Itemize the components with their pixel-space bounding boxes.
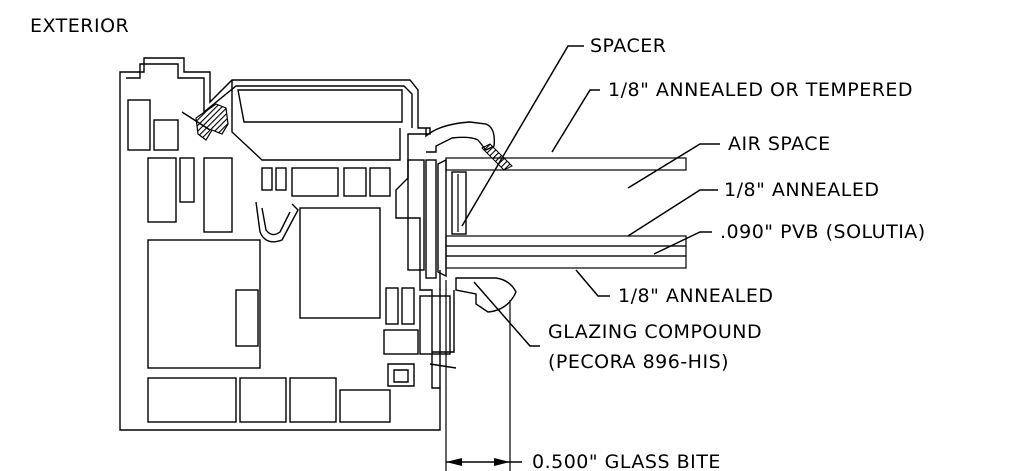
callout-outer-lite: 1/8" ANNEALED OR TEMPERED (608, 79, 913, 101)
callout-glazing-compound: GLAZING COMPOUND (548, 321, 762, 343)
callout-interlayer: .090" PVB (SOLUTIA) (720, 221, 926, 243)
dimension-label: 0.500" GLASS BITE (532, 451, 721, 471)
pvb-interlayer (445, 245, 687, 257)
inner-glass-lite-2 (445, 255, 687, 269)
callout-inner-lite-1: 1/8" ANNEALED (724, 179, 880, 201)
spacer-bar (451, 171, 467, 235)
arrowhead-left (446, 458, 462, 466)
callout-glazing-compound-product: (PECORA 896-HIS) (548, 351, 729, 373)
arrowhead-right (494, 458, 510, 466)
callout-inner-lite-2: 1/8" ANNEALED (618, 285, 774, 307)
outer-glazing-seal (481, 143, 513, 171)
glazing-unit (445, 157, 687, 269)
inner-glass-lite-1 (445, 235, 687, 247)
callout-leaders (429, 45, 720, 369)
sealant-leader (429, 363, 457, 369)
glass-bite-dimension (445, 280, 522, 471)
seal-leader (181, 111, 211, 131)
glass-edge-setting (407, 158, 447, 279)
callout-air-space: AIR SPACE (728, 133, 831, 155)
callout-spacer: SPACER (590, 35, 666, 57)
exterior-label: EXTERIOR (30, 15, 129, 37)
outer-glass-lite (445, 157, 687, 171)
glass-stop (425, 121, 496, 153)
glazing-compound-bead (455, 277, 517, 313)
exterior-weatherseal (195, 103, 229, 141)
frame-profile (119, 57, 455, 431)
